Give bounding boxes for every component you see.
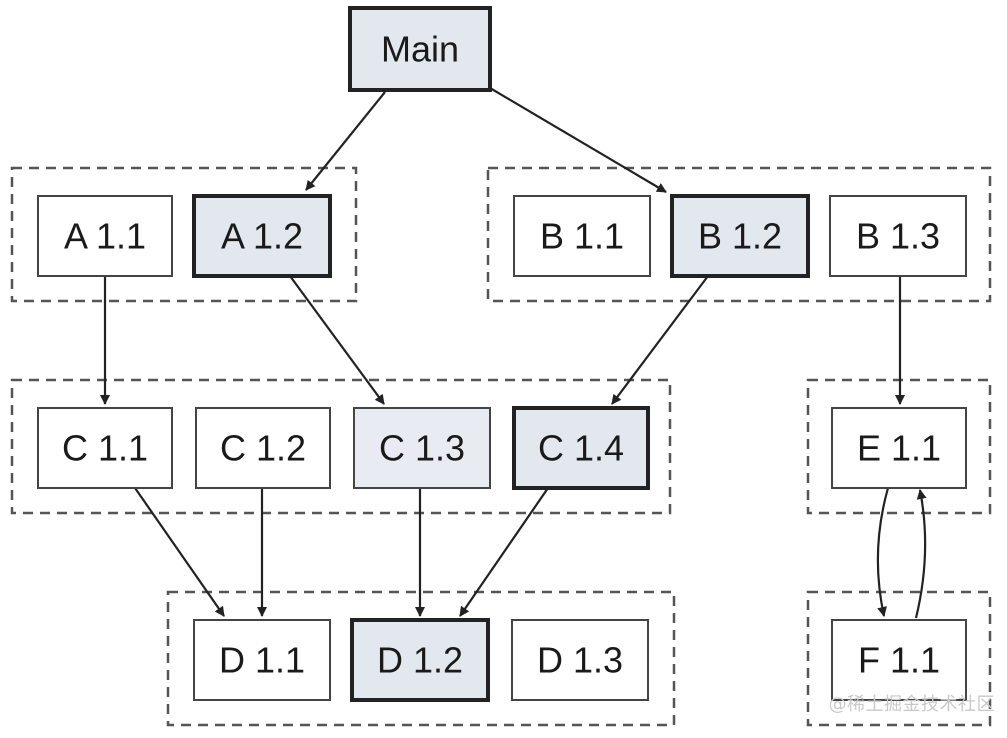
edges [100,87,927,619]
node-c12[interactable]: C 1.2 [195,407,331,489]
node-c13[interactable]: C 1.3 [353,407,491,489]
node-d12-label: D 1.2 [377,640,463,681]
node-b11-label: B 1.1 [540,216,624,257]
node-b13[interactable]: B 1.3 [829,195,967,277]
node-f11[interactable]: F 1.1 [831,619,967,701]
node-c11-label: C 1.1 [62,428,148,469]
edge-c14-d12 [459,487,549,617]
node-e11-label: E 1.1 [857,428,941,469]
edge-main-b12 [489,87,667,193]
node-main[interactable]: Main [348,6,492,92]
node-main-label: Main [381,29,459,70]
group-d [166,590,676,727]
node-d12[interactable]: D 1.2 [350,618,490,702]
node-c12-label: C 1.2 [220,428,306,469]
node-b11[interactable]: B 1.1 [513,195,651,277]
node-c11[interactable]: C 1.1 [37,407,173,489]
node-a11-label: A 1.1 [64,216,146,257]
node-a12-label: A 1.2 [221,216,303,257]
edge-e11-f11 [876,487,890,617]
node-a11[interactable]: A 1.1 [37,195,173,277]
group-f [806,590,992,727]
edge-main-a12 [305,91,386,191]
node-d13[interactable]: D 1.3 [511,619,649,701]
edge-a12-c13 [289,275,385,405]
node-d11[interactable]: D 1.1 [193,619,331,701]
node-c13-label: C 1.3 [379,428,465,469]
node-d13-label: D 1.3 [537,640,623,681]
watermark-text: @稀土掘金技术社区 [828,694,995,715]
node-a12[interactable]: A 1.2 [192,194,332,278]
node-c14-label: C 1.4 [538,428,624,469]
node-d11-label: D 1.1 [219,640,305,681]
group-c [10,378,672,515]
node-f11-label: F 1.1 [858,640,940,681]
edge-c11-d11 [134,487,225,617]
node-b12-label: B 1.2 [698,216,782,257]
group-a [10,166,358,303]
node-b13-label: B 1.3 [856,216,940,257]
group-b [486,166,992,303]
edge-b12-c14 [611,275,709,405]
edge-f11-e11 [914,489,927,619]
node-c14[interactable]: C 1.4 [512,406,650,490]
node-b12[interactable]: B 1.2 [670,194,810,278]
node-e11[interactable]: E 1.1 [831,407,967,489]
